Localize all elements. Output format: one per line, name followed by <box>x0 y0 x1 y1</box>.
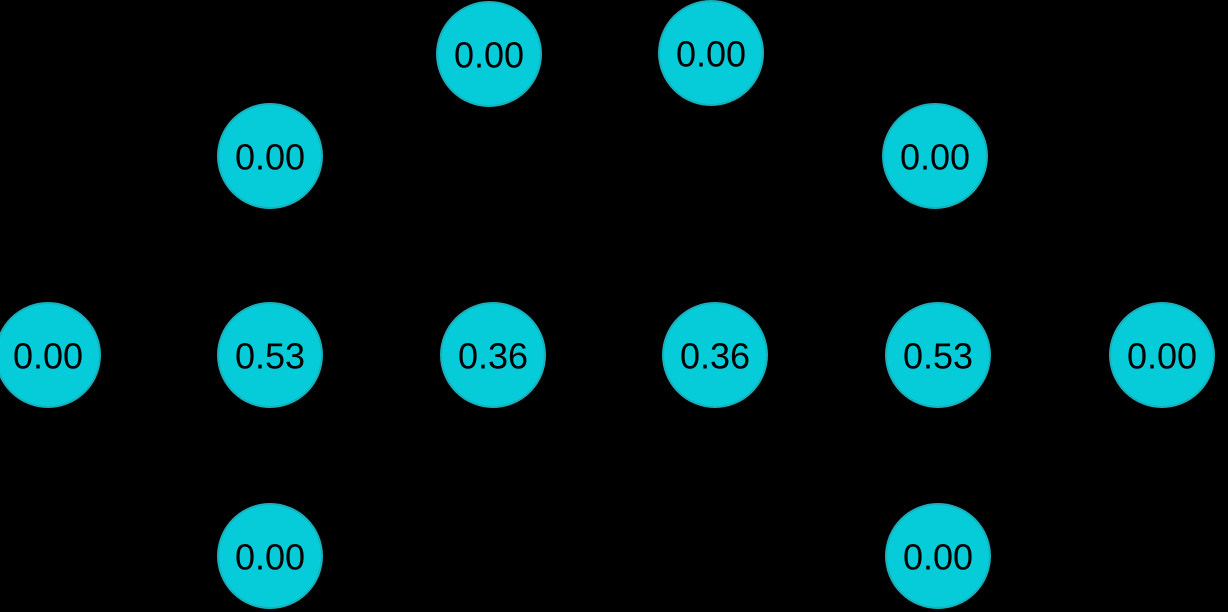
graph-node[interactable]: 0.00 <box>436 1 542 107</box>
node-label: 0.00 <box>13 336 83 377</box>
node-circle[interactable] <box>885 302 991 408</box>
graph-node[interactable]: 0.00 <box>882 103 988 209</box>
edge-layer <box>48 52 1162 556</box>
node-label: 0.53 <box>235 336 305 377</box>
node-label: 0.00 <box>676 34 746 75</box>
graph-node[interactable]: 0.53 <box>217 302 323 408</box>
graph-node[interactable]: 0.00 <box>0 302 101 408</box>
node-circle[interactable] <box>217 302 323 408</box>
graph-node[interactable]: 0.00 <box>658 0 764 106</box>
node-circle[interactable] <box>436 1 542 107</box>
node-label: 0.00 <box>235 537 305 578</box>
graph-node[interactable]: 0.36 <box>440 302 546 408</box>
node-circle[interactable] <box>882 103 988 209</box>
graph-node[interactable]: 0.00 <box>885 503 991 609</box>
node-label: 0.36 <box>680 336 750 377</box>
node-label: 0.36 <box>458 336 528 377</box>
node-circle[interactable] <box>217 503 323 609</box>
node-label: 0.00 <box>454 35 524 76</box>
node-circle[interactable] <box>1109 302 1215 408</box>
graph-node[interactable]: 0.53 <box>885 302 991 408</box>
node-circle[interactable] <box>662 302 768 408</box>
graph-node[interactable]: 0.00 <box>217 103 323 209</box>
node-circle[interactable] <box>440 302 546 408</box>
node-circle[interactable] <box>885 503 991 609</box>
node-label: 0.00 <box>903 537 973 578</box>
node-circle[interactable] <box>217 103 323 209</box>
node-label: 0.00 <box>235 137 305 178</box>
node-label: 0.00 <box>1127 336 1197 377</box>
graph-node[interactable]: 0.00 <box>217 503 323 609</box>
node-circle[interactable] <box>658 0 764 106</box>
graph-node[interactable]: 0.00 <box>1109 302 1215 408</box>
node-label: 0.00 <box>900 137 970 178</box>
node-label: 0.53 <box>903 336 973 377</box>
graph-node[interactable]: 0.36 <box>662 302 768 408</box>
node-circle[interactable] <box>0 302 101 408</box>
